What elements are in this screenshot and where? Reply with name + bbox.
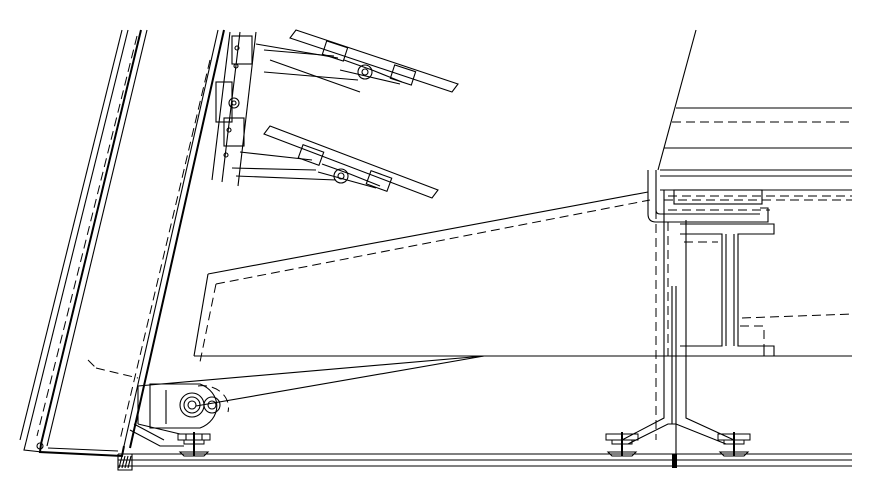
leveling-foot-left bbox=[177, 432, 211, 457]
bracket-strip bbox=[211, 31, 257, 187]
upper-bracket bbox=[255, 29, 459, 93]
i-beam-column bbox=[655, 196, 853, 440]
leveling-foot-middle bbox=[605, 432, 639, 457]
upper-right-block bbox=[657, 29, 852, 171]
hinge-pin bbox=[149, 383, 229, 429]
leveling-foot-right bbox=[717, 432, 751, 457]
top-flange-channel bbox=[647, 169, 852, 223]
floor-rail bbox=[117, 453, 852, 471]
floor-hatch bbox=[118, 455, 132, 469]
y-leg bbox=[621, 190, 735, 454]
inclined-wall-panel bbox=[19, 29, 225, 458]
lower-bracket bbox=[231, 125, 439, 199]
support-frame bbox=[129, 191, 852, 447]
